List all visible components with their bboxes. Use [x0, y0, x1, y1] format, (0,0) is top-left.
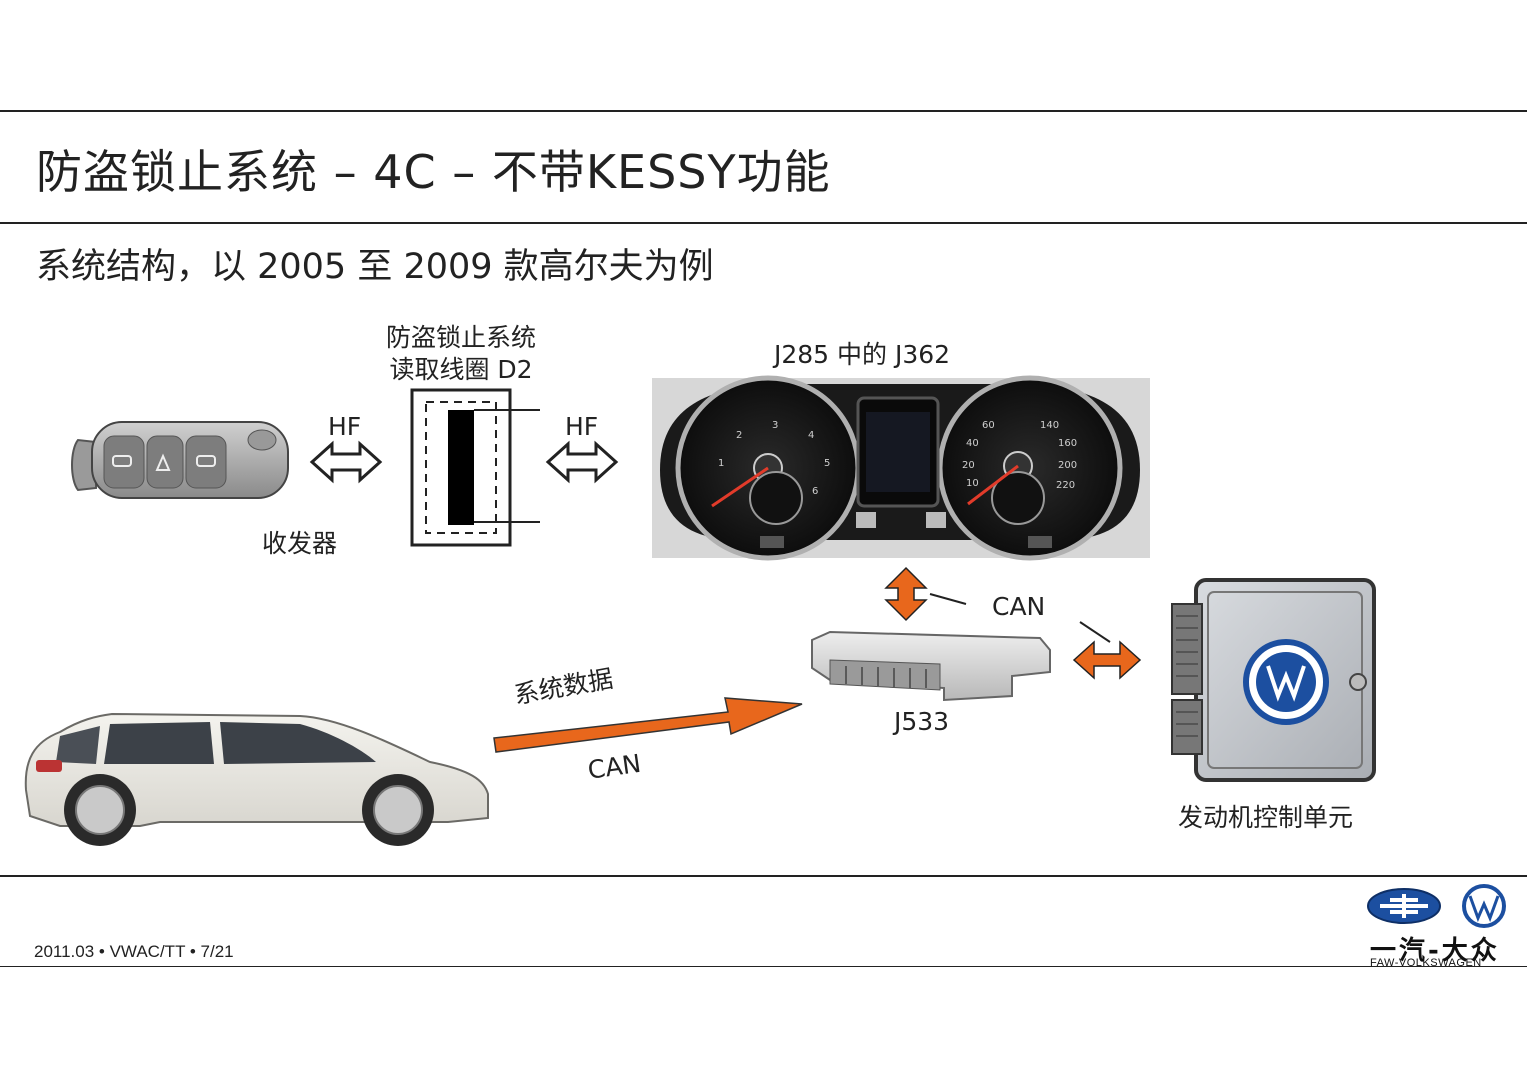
- engine-control-unit-image: [1171, 578, 1376, 782]
- cluster-label: J285 中的 J362: [774, 340, 951, 369]
- can-vertical-double-arrow: [884, 566, 928, 622]
- faw-logo-mark: [1380, 894, 1428, 918]
- footer-rule-bottom: [0, 966, 1527, 967]
- slide-title: 防盗锁止系统 – 4C – 不带KESSY功能: [36, 145, 831, 199]
- system-data-arrow: [493, 697, 803, 753]
- car-image: [24, 712, 489, 846]
- gateway-label: J533: [894, 707, 950, 736]
- brand-name-cn: 一汽-大众: [1370, 936, 1500, 966]
- svg-text:140: 140: [1040, 420, 1059, 431]
- svg-text:160: 160: [1058, 438, 1077, 449]
- svg-text:2: 2: [736, 430, 742, 441]
- ecu-label: 发动机控制单元: [1178, 803, 1354, 832]
- svg-text:40: 40: [966, 438, 979, 449]
- transponder-label: 收发器: [262, 529, 338, 558]
- faw-vw-logos: [1367, 884, 1506, 928]
- car-key-image: [71, 421, 289, 499]
- svg-text:10: 10: [966, 478, 979, 489]
- svg-text:60: 60: [982, 420, 995, 431]
- svg-text:6: 6: [812, 486, 818, 497]
- vw-logo-mark: [1468, 895, 1500, 923]
- svg-text:220: 220: [1056, 480, 1075, 491]
- hf-label-left: HF: [328, 412, 362, 441]
- footer-text: 2011.03 • VWAC/TT • 7/21: [34, 942, 234, 961]
- svg-text:4: 4: [808, 430, 814, 441]
- top-rule: [0, 110, 1527, 112]
- svg-text:1: 1: [718, 458, 724, 469]
- brand-name-en: FAW-VOLKSWAGEN: [1370, 957, 1482, 969]
- svg-text:20: 20: [962, 460, 975, 471]
- hf-label-right: HF: [565, 412, 599, 441]
- hf-double-arrow-left: [309, 440, 383, 484]
- can-leader-line-right: [1079, 621, 1111, 643]
- footer-rule-top: [0, 875, 1527, 877]
- hf-double-arrow-right: [545, 440, 619, 484]
- svg-text:3: 3: [772, 420, 778, 431]
- svg-text:5: 5: [824, 458, 830, 469]
- can-leader-line-top: [929, 593, 967, 605]
- brand-logo: 一汽-大众 FAW-VOLKSWAGEN: [1366, 884, 1514, 969]
- coil-label-line2: 读取线圈 D2: [389, 355, 533, 384]
- title-rule: [0, 222, 1527, 224]
- coil-label-line1: 防盗锁止系统: [385, 323, 536, 352]
- reading-coil-d2: [410, 388, 540, 547]
- can-label-top: CAN: [992, 592, 1046, 621]
- svg-text:200: 200: [1058, 460, 1077, 471]
- gateway-module-image: [811, 630, 1051, 702]
- can-horizontal-double-arrow: [1072, 640, 1142, 680]
- slide-subtitle: 系统结构，以 2005 至 2009 款高尔夫为例: [36, 247, 714, 287]
